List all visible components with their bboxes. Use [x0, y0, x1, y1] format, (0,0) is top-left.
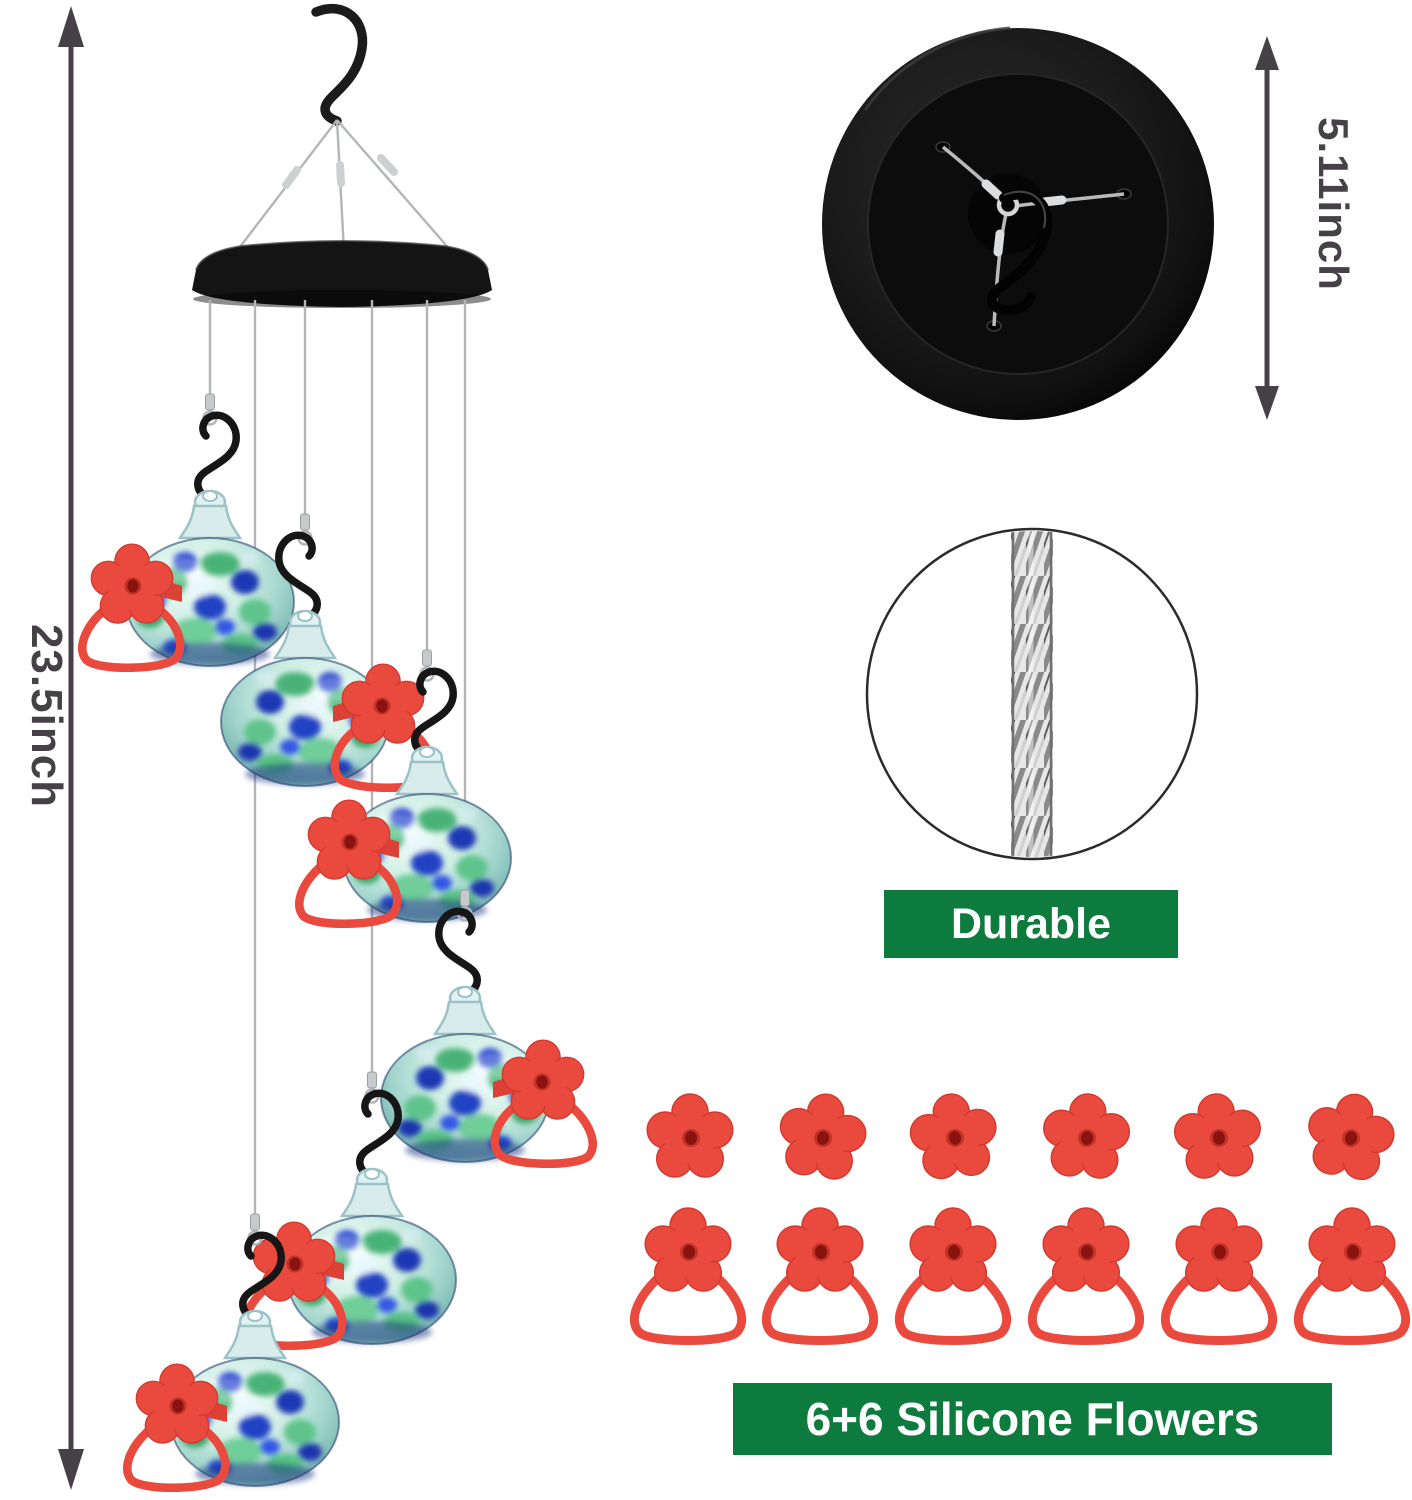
feeder-1 — [82, 394, 294, 668]
silicone-flower-perch — [634, 1208, 741, 1341]
silicone-flower — [1300, 1086, 1401, 1185]
silicone-flower-perch — [1165, 1208, 1272, 1341]
suspension-wires — [232, 119, 453, 257]
silicone-flower — [646, 1093, 734, 1178]
flowers-count-badge: 6+6 Silicone Flowers — [733, 1383, 1332, 1455]
feeder-4 — [381, 890, 593, 1164]
hanging-hook-icon — [311, 3, 368, 126]
silicone-flower-perch — [1032, 1208, 1139, 1341]
canopy-wires — [941, 145, 1125, 327]
cable-detail-circle — [865, 527, 1199, 861]
canopy-height-label: 5.11inch — [1310, 117, 1357, 291]
silicone-flower — [906, 1089, 1002, 1183]
canopy-height-arrow — [1255, 36, 1279, 420]
looped-flowers-row — [634, 1208, 1405, 1341]
silicone-flower-perch — [1298, 1208, 1405, 1341]
silicone-flower — [1171, 1090, 1265, 1181]
feeder-chime — [82, 3, 593, 1488]
overall-height-label: 23.5inch — [22, 623, 71, 809]
canopy-top-view — [822, 26, 1214, 420]
silicone-flower — [773, 1087, 872, 1184]
plain-flowers-row — [646, 1086, 1401, 1185]
braided-cable — [1011, 531, 1053, 857]
overall-height-arrow — [58, 6, 84, 1490]
silicone-flower — [1039, 1090, 1133, 1181]
silicone-flower-perch — [899, 1208, 1006, 1341]
durable-badge: Durable — [884, 890, 1178, 958]
silicone-flower-perch — [766, 1208, 873, 1341]
canopy — [192, 240, 492, 308]
